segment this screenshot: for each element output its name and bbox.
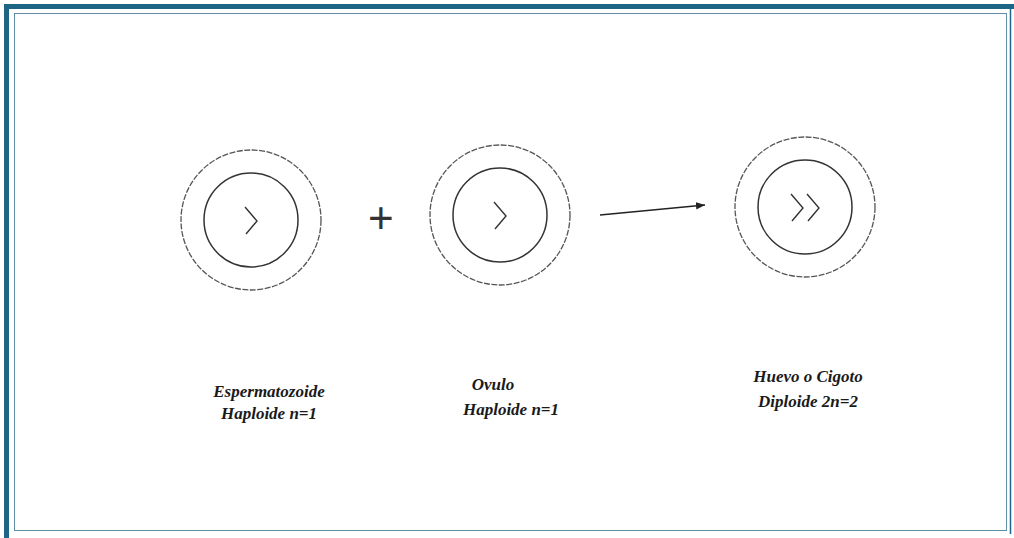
plus-sign: + — [368, 196, 394, 240]
cell-name: Ovulo — [393, 375, 593, 395]
nucleus — [204, 173, 298, 267]
chromosome — [245, 207, 257, 234]
cell-name: Huevo o Cigoto — [708, 367, 908, 387]
chromosome — [494, 202, 506, 229]
frame-inner-border — [15, 14, 1007, 531]
cell-circle: Huevo o CigotoDiploide 2n=2 — [705, 133, 905, 417]
chromosome — [807, 194, 819, 221]
nucleus — [758, 160, 852, 254]
outer-membrane — [735, 137, 875, 277]
cell-outline — [705, 133, 905, 283]
cell-name: Espermatozoide — [169, 382, 369, 402]
cell-circle: OvuloHaploide n=1 — [400, 141, 600, 425]
cell-circle: EspermatozoideHaploide n=1 — [151, 146, 351, 429]
arrow-connector — [600, 205, 705, 215]
cell-outline — [400, 141, 600, 291]
cell-outline — [151, 146, 351, 296]
nucleus — [453, 168, 547, 262]
frame-top-bar — [4, 4, 1014, 9]
frame-left-bar — [4, 4, 9, 538]
frame-right-line — [1010, 9, 1012, 534]
outer-membrane — [181, 150, 321, 290]
ploidy-label: Haploide n=1 — [411, 400, 611, 420]
outer-membrane — [430, 145, 570, 285]
ploidy-label: Haploide n=1 — [169, 404, 369, 424]
chromosome — [791, 194, 803, 221]
ploidy-label: Diploide 2n=2 — [708, 392, 908, 412]
